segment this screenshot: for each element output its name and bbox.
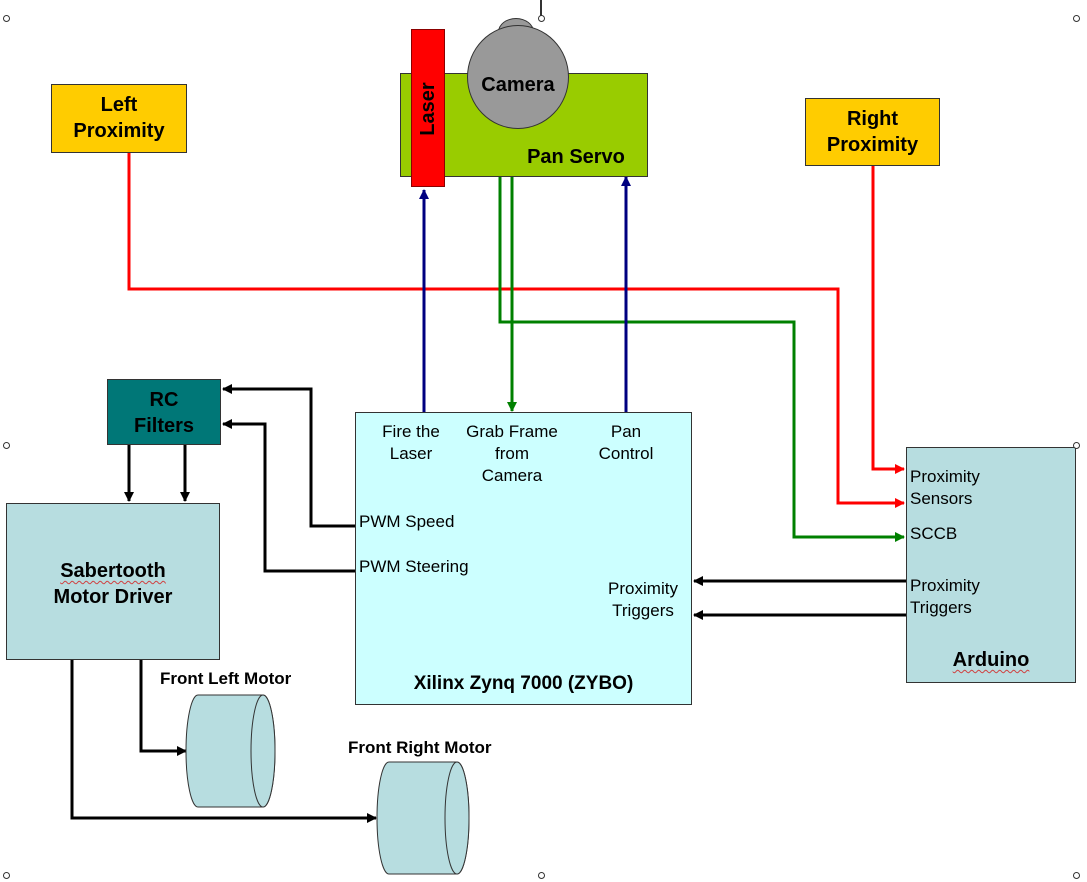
wire-front-right-motor [70, 660, 377, 823]
wire-pwm-steering [222, 419, 356, 573]
rotate-handle[interactable] [540, 0, 542, 16]
front-right-motor-label: Front Right Motor [348, 738, 492, 757]
resize-handle-bottom-left[interactable] [3, 872, 10, 879]
rc-filters-line2: Filters [133, 415, 195, 437]
front-right-motor-icon [376, 761, 470, 875]
rc-filters-box: RC Filters [107, 379, 221, 445]
right-proximity-line2: Proximity [826, 134, 919, 156]
wire-left-proximity [127, 153, 905, 508]
resize-handle-top-left[interactable] [3, 15, 10, 22]
right-proximity-box: Right Proximity [805, 98, 940, 166]
wire-camera-sccb [498, 130, 905, 542]
arduino-title: Arduino [952, 649, 1030, 671]
laser-box: Laser [411, 29, 445, 187]
resize-handle-bottom-center[interactable] [538, 872, 545, 879]
front-left-motor-label: Front Left Motor [160, 669, 292, 688]
left-proximity-line2: Proximity [73, 120, 165, 142]
pwm-steering-label: PWM Steering [359, 557, 469, 576]
zybo-title: Xilinx Zynq 7000 (ZYBO) [413, 673, 634, 694]
left-proximity-line1: Left [100, 94, 138, 116]
wire-pwm-speed [222, 384, 356, 528]
laser-label: Laser [417, 82, 439, 136]
left-proximity-box: Left Proximity [51, 84, 187, 153]
sabertooth-line1: Sabertooth [60, 560, 166, 582]
pwm-speed-label: PWM Speed [359, 512, 455, 531]
resize-handle-mid-right[interactable] [1073, 442, 1080, 449]
resize-handle-top-right[interactable] [1073, 15, 1080, 22]
camera-body: Camera [467, 25, 569, 129]
sabertooth-box: Sabertooth Motor Driver [6, 503, 220, 660]
resize-handle-bottom-right[interactable] [1073, 872, 1080, 879]
resize-handle-top-center[interactable] [538, 15, 545, 22]
wire-right-proximity [871, 165, 905, 474]
sccb-label: SCCB [910, 524, 958, 543]
sabertooth-line2: Motor Driver [53, 586, 173, 608]
pan-servo-label: Pan Servo [527, 146, 625, 168]
right-proximity-line1: Right [846, 108, 899, 130]
rc-filters-line1: RC [149, 389, 179, 411]
camera-label: Camera [481, 74, 555, 96]
resize-handle-mid-left[interactable] [3, 442, 10, 449]
front-left-motor-icon [185, 694, 276, 808]
wire-front-left-motor [139, 660, 187, 756]
